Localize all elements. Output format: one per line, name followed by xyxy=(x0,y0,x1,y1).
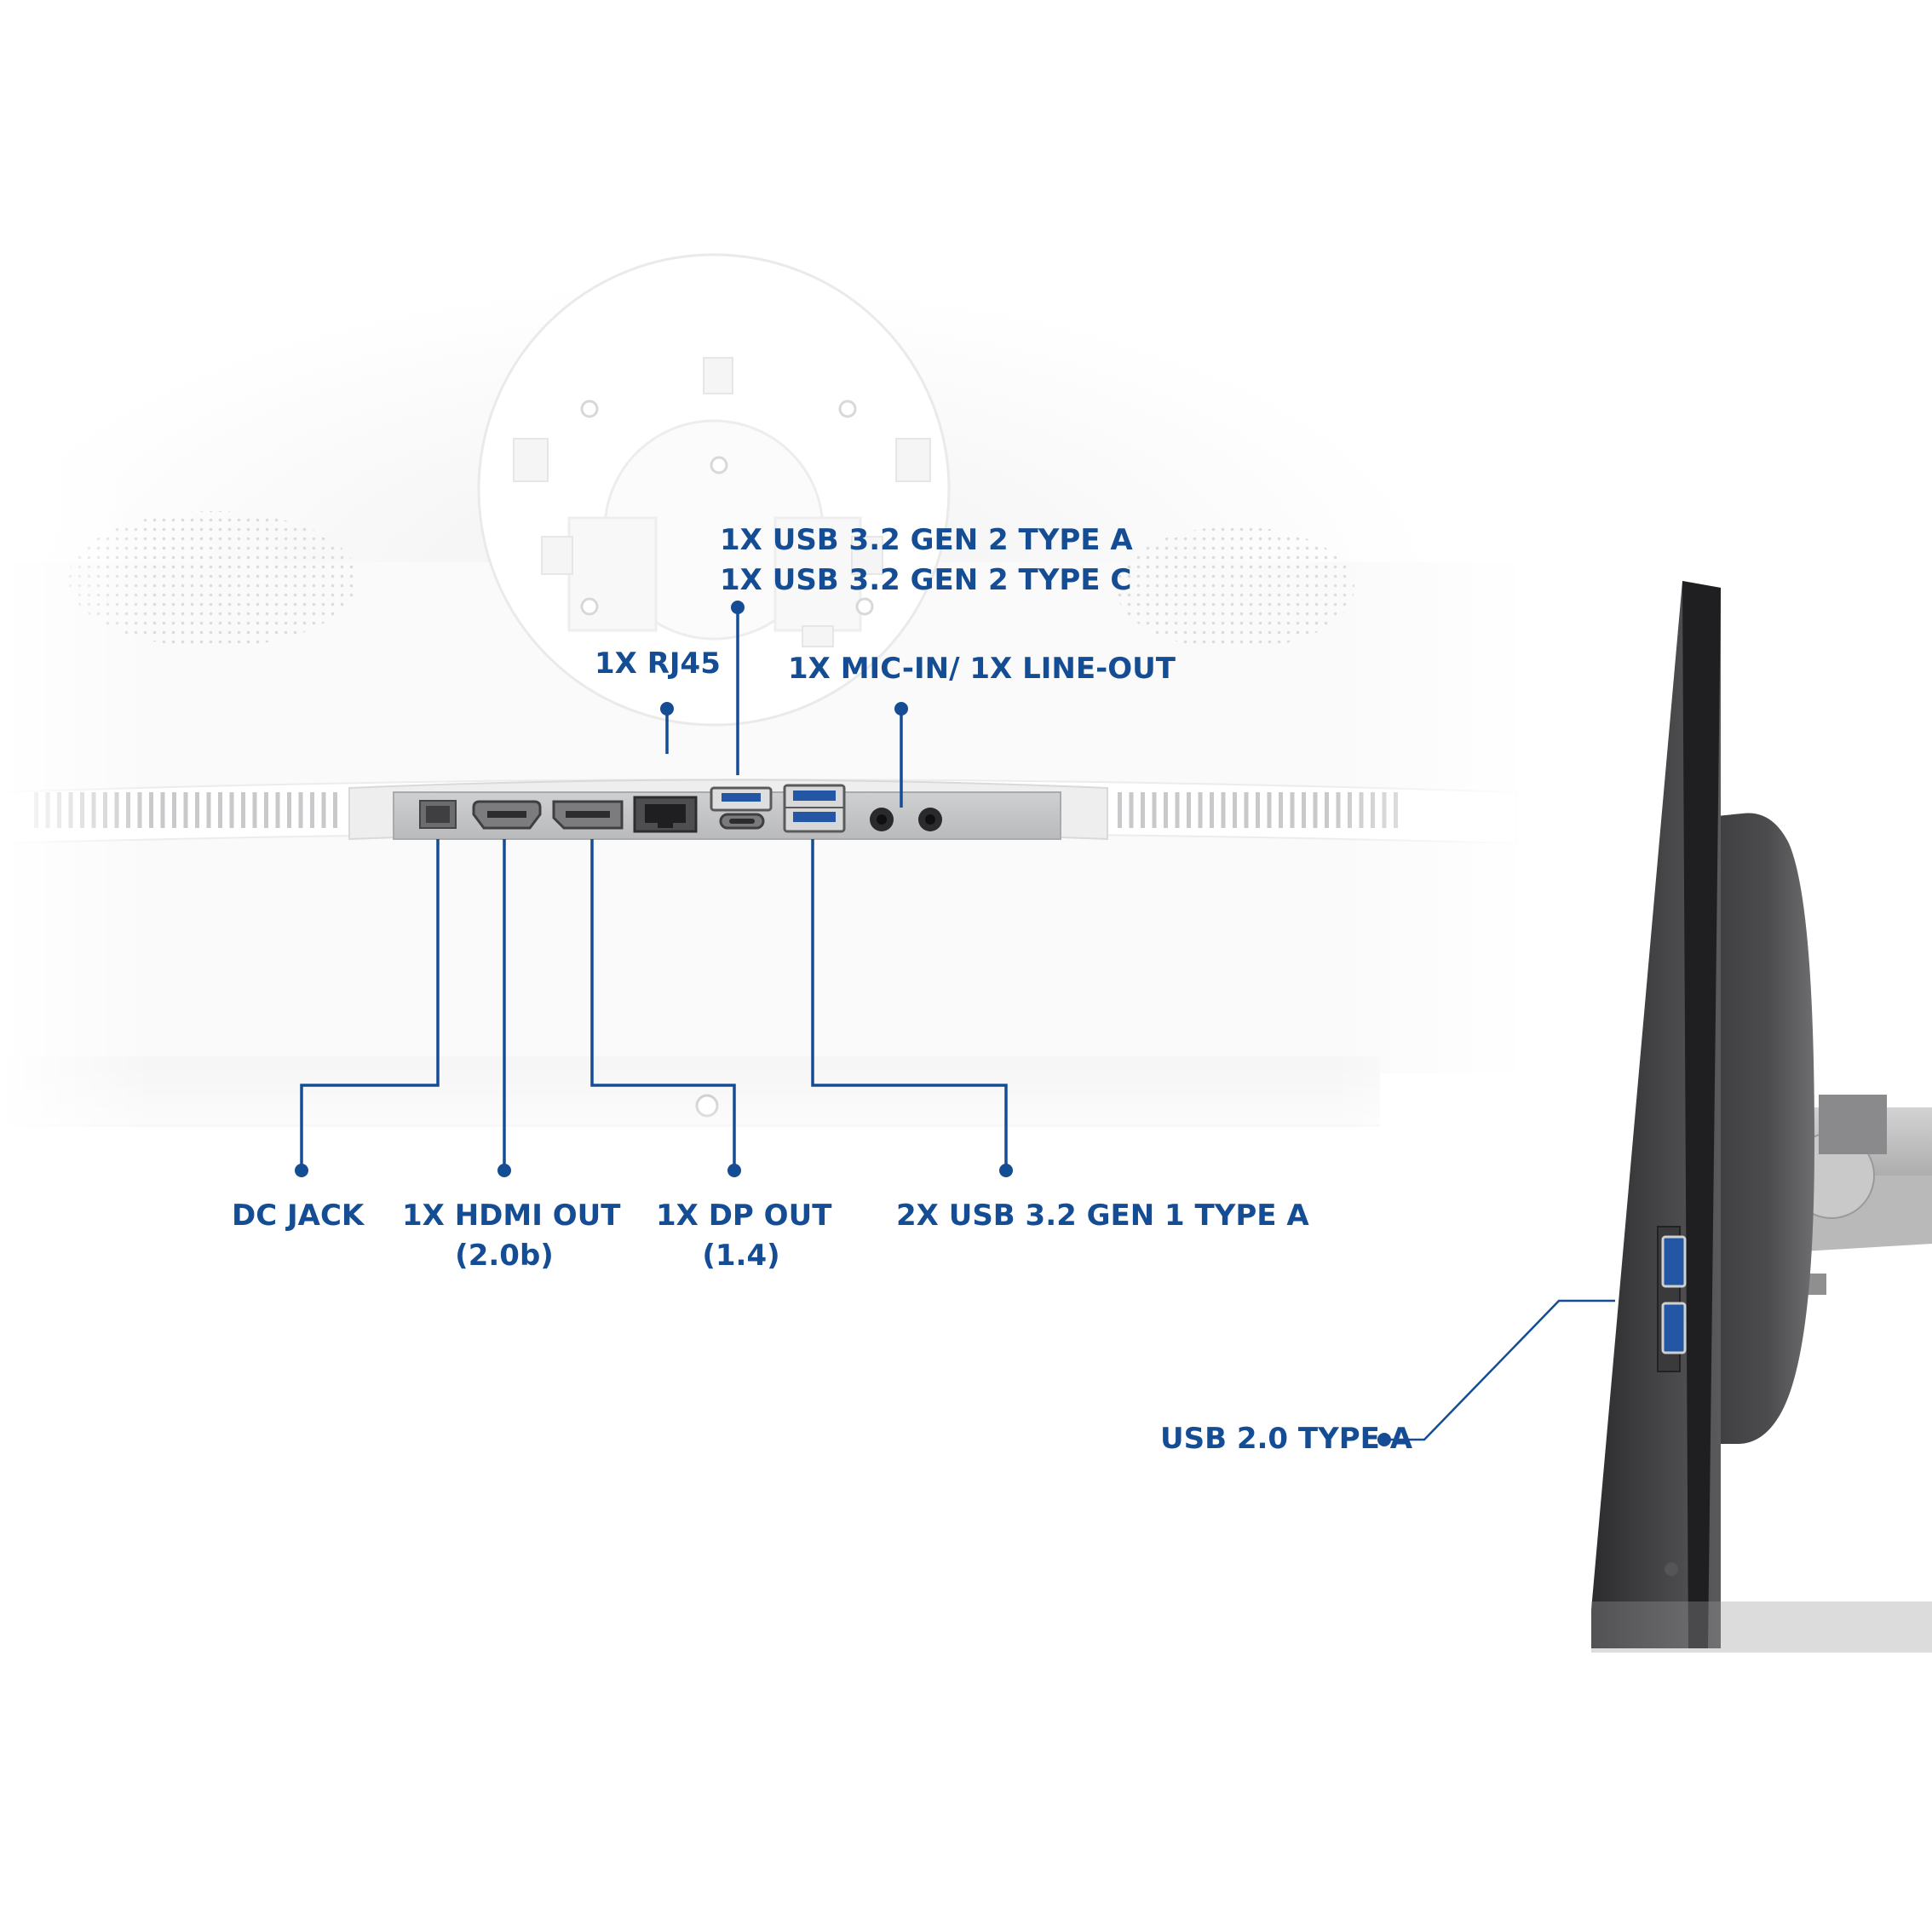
vent-slot xyxy=(321,792,326,828)
vent-slot xyxy=(298,792,303,828)
vent-slot xyxy=(1290,792,1295,828)
leader-usb-20 xyxy=(1384,1299,1615,1441)
label-dc-jack-text: DC JACK xyxy=(232,1199,365,1233)
vent-slot xyxy=(195,792,199,828)
label-dp: 1X DP OUT (1.4) xyxy=(656,1196,832,1276)
vent-slot xyxy=(1313,792,1318,828)
vent-slot xyxy=(1233,792,1237,828)
label-dp-line1: 1X DP OUT xyxy=(656,1199,832,1233)
vent-slot xyxy=(1256,792,1260,828)
label-rj45-text: 1X RJ45 xyxy=(595,647,721,681)
vent-slot xyxy=(333,792,337,828)
audio-jack-icon xyxy=(870,808,942,831)
vent-slot xyxy=(1302,792,1306,828)
vent-slot xyxy=(264,792,268,828)
speaker-grille-right xyxy=(1116,526,1354,649)
leader-dot-usb-20 xyxy=(1377,1433,1391,1446)
label-hdmi-line1: 1X HDMI OUT xyxy=(402,1199,621,1233)
displayport-port-icon xyxy=(552,800,624,830)
label-usb-gen2-line1: 1X USB 3.2 GEN 2 TYPE A xyxy=(720,523,1133,557)
leader-dot-hdmi xyxy=(497,1164,511,1177)
vent-slot xyxy=(275,792,280,828)
io-panel xyxy=(393,784,1061,840)
label-usb-gen2-line2: 1X USB 3.2 GEN 2 TYPE C xyxy=(720,563,1132,597)
monitor-back-view xyxy=(0,253,1533,1193)
vent-slot xyxy=(206,792,211,828)
vent-slot xyxy=(1175,792,1180,828)
usb-a-side-port-icon xyxy=(1661,1235,1687,1354)
usb-a-dual-port-icon xyxy=(783,784,846,833)
label-usb-20-text: USB 2.0 TYPE A xyxy=(1160,1422,1413,1456)
leader-dot-dp xyxy=(727,1164,741,1177)
vent-slot xyxy=(1279,792,1283,828)
monitor-side-view xyxy=(1591,581,1932,1653)
vent-slot xyxy=(218,792,222,828)
leader-dot-usb-gen1 xyxy=(999,1164,1013,1177)
leader-dots xyxy=(295,601,1391,1446)
hdmi-port-icon xyxy=(472,800,542,830)
vent-slot xyxy=(1221,792,1226,828)
dc-jack-port-icon xyxy=(419,800,457,829)
leader-dc-jack xyxy=(300,839,440,1170)
stand-mount-plate xyxy=(477,253,951,727)
leader-dot-usb-gen2 xyxy=(731,601,745,614)
vent-slot xyxy=(1325,792,1329,828)
vent-slot xyxy=(1210,792,1214,828)
rj45-port-icon xyxy=(633,796,698,833)
leader-dot-dc-jack xyxy=(295,1164,308,1177)
usb-c-port-icon xyxy=(719,813,765,830)
vent-slot xyxy=(1187,792,1191,828)
label-usb-gen1-text: 2X USB 3.2 GEN 1 TYPE A xyxy=(896,1199,1309,1233)
label-audio-text: 1X MIC-IN/ 1X LINE-OUT xyxy=(788,652,1176,686)
vent-slot xyxy=(1198,792,1203,828)
label-usb-gen1: 2X USB 3.2 GEN 1 TYPE A xyxy=(896,1196,1309,1236)
label-rj45: 1X RJ45 xyxy=(595,644,721,684)
vent-slot xyxy=(287,792,291,828)
leader-dot-audio xyxy=(894,702,908,716)
vent-slot xyxy=(1267,792,1272,828)
vent-slot xyxy=(1118,792,1122,828)
vent-slot xyxy=(252,792,257,828)
vent-slot xyxy=(1141,792,1145,828)
vent-slot xyxy=(1244,792,1249,828)
label-usb-gen2: 1X USB 3.2 GEN 2 TYPE A 1X USB 3.2 GEN 2… xyxy=(720,520,1133,601)
leader-usb-gen1 xyxy=(811,839,1008,1170)
label-dp-line2: (1.4) xyxy=(702,1239,780,1273)
label-hdmi-line2: (2.0b) xyxy=(455,1239,554,1273)
leader-dp xyxy=(590,839,736,1170)
leader-lines xyxy=(300,609,1615,1441)
vent-slot xyxy=(160,792,165,828)
usb-a-port-icon xyxy=(710,786,773,812)
label-hdmi: 1X HDMI OUT (2.0b) xyxy=(402,1196,621,1276)
vent-slot xyxy=(172,792,176,828)
label-usb-20: USB 2.0 TYPE A xyxy=(1160,1419,1412,1459)
label-dc-jack: DC JACK xyxy=(232,1196,364,1236)
label-audio: 1X MIC-IN/ 1X LINE-OUT xyxy=(788,649,1176,689)
vent-slot xyxy=(1164,792,1168,828)
vent-slot xyxy=(1152,792,1157,828)
vent-slot xyxy=(229,792,234,828)
vent-slot xyxy=(1129,792,1134,828)
vent-slot xyxy=(241,792,245,828)
leader-dot-rj45 xyxy=(660,702,674,716)
vent-slot xyxy=(310,792,314,828)
vent-slot xyxy=(183,792,188,828)
